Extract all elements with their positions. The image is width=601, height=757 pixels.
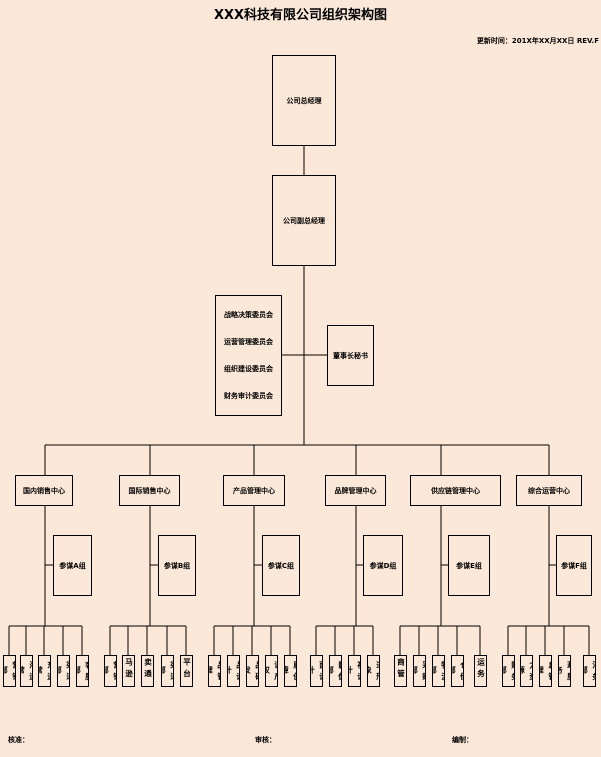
secretary-box[interactable]: 董事长秘书 xyxy=(327,325,374,386)
committee-operations: 运营管理委员会 xyxy=(224,338,273,347)
department-label: 视设计 xyxy=(348,660,361,684)
department-box[interactable]: 海运营 xyxy=(20,655,33,687)
committees-box[interactable]: 战略决策委员会 运营管理委员会 组织建设委员会 财务审计委员会 xyxy=(215,295,282,416)
department-label: 卖通 xyxy=(143,658,153,681)
department-label: 财务部 xyxy=(502,660,515,684)
department-box[interactable]: 息管理 xyxy=(539,655,552,687)
department-box[interactable]: 政服务 xyxy=(558,655,571,687)
footer-approve: 核准： xyxy=(8,736,29,744)
department-label: 影像部 xyxy=(329,660,342,684)
department-box[interactable]: 法务部 xyxy=(583,655,596,687)
center-box[interactable]: 国内销售中心 xyxy=(15,475,73,506)
department-box[interactable]: 力资源 xyxy=(520,655,533,687)
center-box[interactable]: 产品管理中心 xyxy=(223,475,285,506)
department-box[interactable]: 渠道部 xyxy=(57,655,70,687)
department-box[interactable]: 道形象 xyxy=(367,655,380,687)
department-label: 渠道部 xyxy=(57,660,70,684)
department-box[interactable]: 影像部 xyxy=(329,655,342,687)
department-box[interactable]: 卖通 xyxy=(141,655,154,687)
department-box[interactable]: 品研发 xyxy=(246,655,259,687)
department-box[interactable]: 客服部 xyxy=(76,655,89,687)
department-label: 面设计 xyxy=(310,660,323,684)
department-label: 商管 xyxy=(396,658,406,681)
department-box[interactable]: 平台 xyxy=(180,655,193,687)
page-title: XXX科技有限公司组织架构图 xyxy=(213,8,388,23)
department-label: 政服务 xyxy=(558,660,571,684)
center-box[interactable]: 供应链管理中心 xyxy=(410,475,501,506)
center-box[interactable]: 国际销售中心 xyxy=(119,475,180,506)
department-label: 仓储部 xyxy=(451,660,464,684)
department-box[interactable]: 营销部 xyxy=(104,655,117,687)
department-box[interactable]: 东运营 xyxy=(38,655,51,687)
department-label: 采购部 xyxy=(413,660,426,684)
department-label: 平台 xyxy=(182,658,192,681)
footer-prepare: 编制： xyxy=(452,736,473,744)
committee-audit: 财务审计委员会 xyxy=(224,391,273,400)
department-box[interactable]: 品管理 xyxy=(208,655,221,687)
department-box[interactable]: 马逊 xyxy=(122,655,135,687)
department-box[interactable]: 采购部 xyxy=(413,655,426,687)
department-box[interactable]: 视设计 xyxy=(348,655,361,687)
update-info: 更新时间：201X年XX月XX日 REV.F xyxy=(476,37,599,45)
staff-group-box[interactable]: 参谋A组 xyxy=(53,535,92,596)
general-manager-box[interactable]: 公司总经理 xyxy=(272,55,336,146)
department-label: 海运营 xyxy=(20,660,33,684)
department-label: 息管理 xyxy=(539,660,552,684)
department-box[interactable]: 运务 xyxy=(474,655,487,687)
footer-review: 审核： xyxy=(255,736,276,744)
department-label: 力资源 xyxy=(520,660,533,684)
department-label: 营销部 xyxy=(3,660,16,684)
department-label: 品研发 xyxy=(246,660,259,684)
department-label: 渠道部 xyxy=(161,660,174,684)
department-box[interactable]: 面设计 xyxy=(310,655,323,687)
center-box[interactable]: 品牌管理中心 xyxy=(325,475,386,506)
committee-organization: 组织建设委员会 xyxy=(224,364,273,373)
department-label: 道形象 xyxy=(367,660,380,684)
department-label: 马逊 xyxy=(124,658,134,681)
deputy-general-manager-box[interactable]: 公司副总经理 xyxy=(272,175,336,266)
department-box[interactable]: 品设计 xyxy=(227,655,240,687)
department-label: 东运营 xyxy=(38,660,51,684)
staff-group-box[interactable]: 参谋F组 xyxy=(556,535,592,596)
department-label: 品管理 xyxy=(208,660,221,684)
department-box[interactable]: 质保障 xyxy=(284,655,297,687)
staff-group-box[interactable]: 参谋C组 xyxy=(262,535,300,596)
department-label: 识产权 xyxy=(265,660,278,684)
staff-group-box[interactable]: 参谋D组 xyxy=(363,535,403,596)
department-label: 客服部 xyxy=(76,660,89,684)
department-label: 质保障 xyxy=(284,660,297,684)
department-box[interactable]: 识产权 xyxy=(265,655,278,687)
department-label: 品设计 xyxy=(227,660,240,684)
center-box[interactable]: 综合运营中心 xyxy=(516,475,582,506)
committee-strategy: 战略决策委员会 xyxy=(224,311,273,320)
department-label: 营销部 xyxy=(104,660,117,684)
department-label: 法务部 xyxy=(583,660,596,684)
department-box[interactable]: 物流部 xyxy=(432,655,445,687)
department-box[interactable]: 商管 xyxy=(394,655,407,687)
department-label: 运务 xyxy=(476,658,486,681)
department-box[interactable]: 仓储部 xyxy=(451,655,464,687)
staff-group-box[interactable]: 参谋B组 xyxy=(158,535,196,596)
department-box[interactable]: 财务部 xyxy=(502,655,515,687)
department-box[interactable]: 营销部 xyxy=(3,655,16,687)
department-box[interactable]: 渠道部 xyxy=(161,655,174,687)
staff-group-box[interactable]: 参谋E组 xyxy=(448,535,490,596)
department-label: 物流部 xyxy=(432,660,445,684)
